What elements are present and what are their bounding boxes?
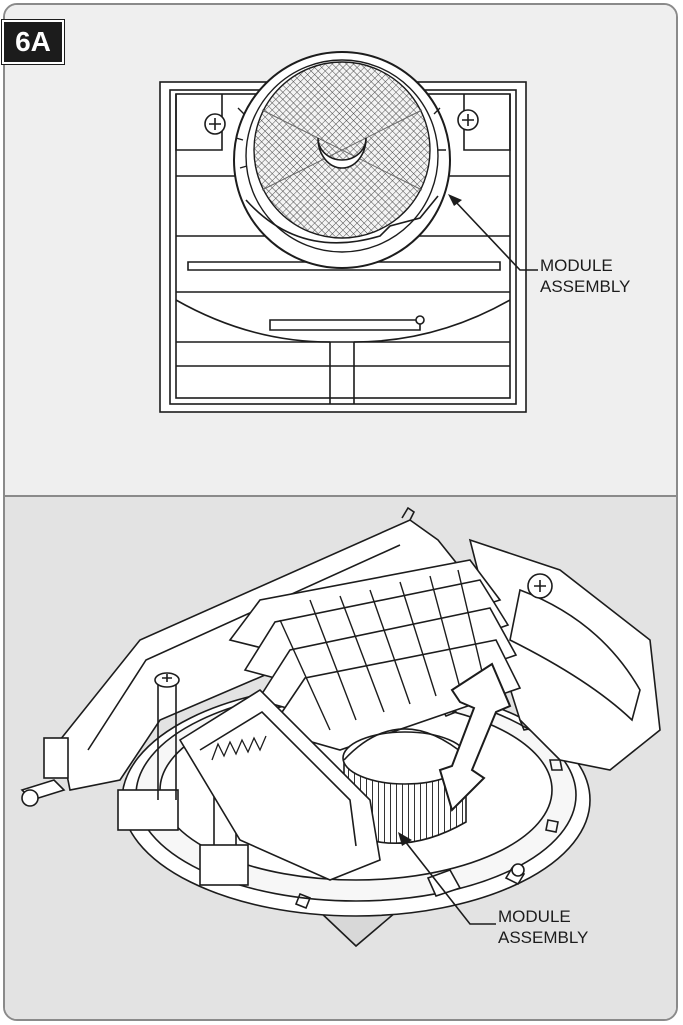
bottom-callout-label: MODULE ASSEMBLY [498, 906, 588, 948]
speaker-grille-front [233, 51, 451, 269]
top-callout-line2: ASSEMBLY [540, 277, 631, 296]
top-callout-label: MODULE ASSEMBLY [540, 255, 630, 297]
bottom-callout-line1: MODULE [498, 907, 571, 926]
bottom-callout-line2: ASSEMBLY [498, 928, 589, 947]
speaker-isometric [20, 506, 661, 948]
bottom-callout-leader [403, 839, 496, 925]
bottom-callout-arrowhead [398, 832, 412, 846]
top-callout-arrowhead [448, 194, 462, 206]
top-callout-leader [453, 199, 538, 271]
top-callout-line1: MODULE [540, 256, 613, 275]
step-badge: 6A [2, 20, 64, 64]
